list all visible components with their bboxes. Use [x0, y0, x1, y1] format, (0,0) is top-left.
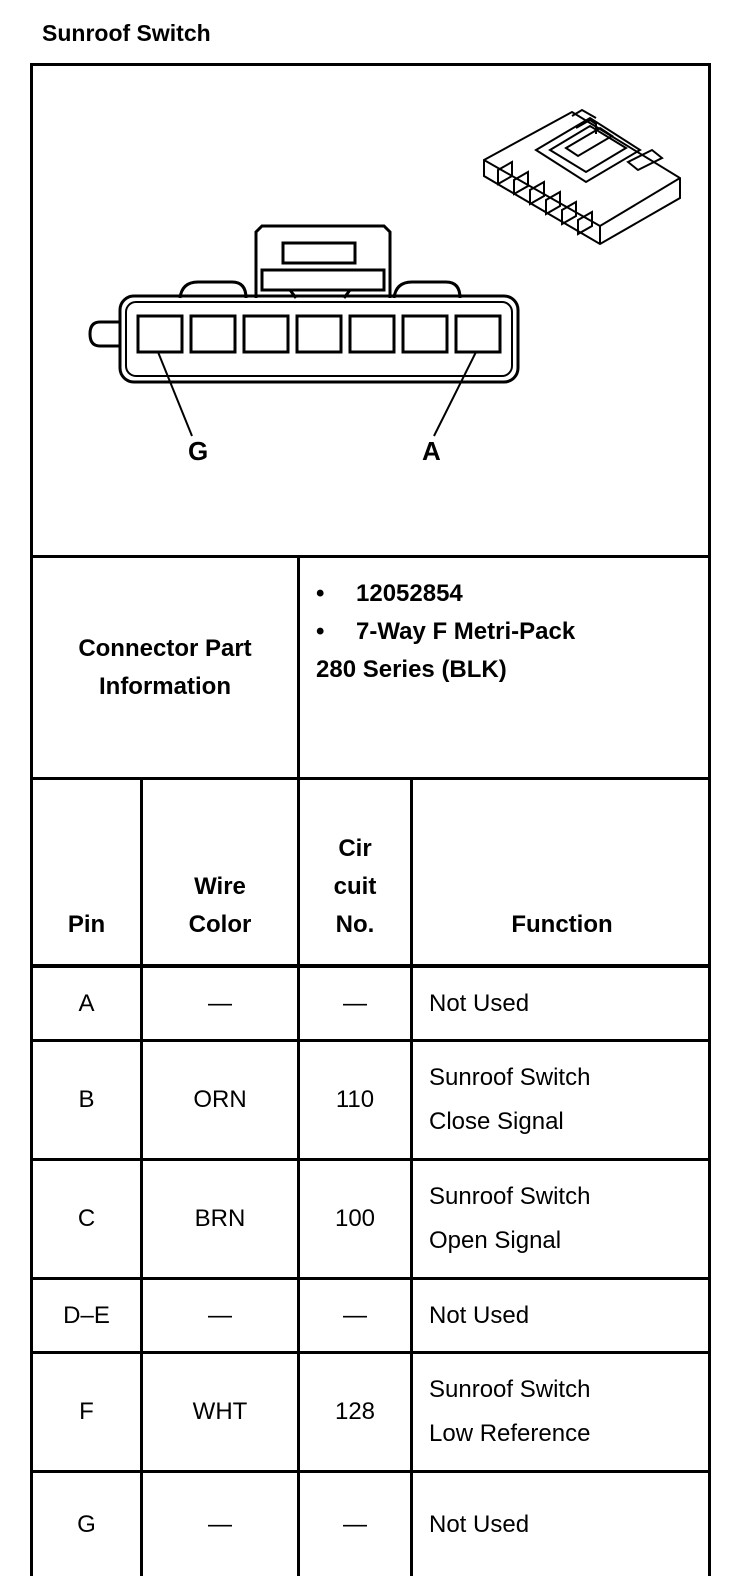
description-line1: 7-Way F Metri-Pack	[356, 618, 576, 645]
pin-cavity	[348, 314, 396, 354]
pin-label-g: G	[188, 436, 208, 466]
connector-info-label: Connector Part Information	[33, 558, 297, 778]
connector-table-frame	[30, 63, 711, 1576]
divider	[30, 964, 711, 968]
function-cell: Not Used	[429, 1301, 530, 1329]
divider	[297, 777, 300, 1576]
divider	[30, 1351, 711, 1354]
divider	[30, 1039, 711, 1042]
pin-cell: G	[77, 1510, 96, 1538]
divider	[140, 777, 143, 1576]
wire-color-cell: —	[208, 1301, 232, 1329]
connector-info-label-line1: Connector Part	[78, 635, 252, 662]
wire-color-cell: BRN	[194, 1205, 246, 1232]
pin-cavity	[295, 314, 343, 354]
pin-cavity	[242, 314, 290, 354]
part-number-item: • 12052854	[316, 575, 575, 613]
pin-cell: B	[78, 1086, 95, 1113]
divider	[30, 555, 711, 558]
pin-cavity	[454, 314, 502, 354]
circuit-cell: —	[343, 1510, 367, 1538]
pin-cell: D–E	[63, 1301, 110, 1329]
wire-color-cell: —	[208, 1510, 232, 1538]
connector-diagram: G A	[88, 108, 681, 466]
divider	[410, 777, 413, 1576]
divider	[30, 1470, 711, 1473]
pin-cell: F	[79, 1398, 94, 1425]
connector-info-list: • 12052854 • 7-Way F Metri-Pack 280 Series…	[316, 575, 575, 689]
pin-cavity	[136, 314, 184, 354]
page-title: Sunroof Switch	[42, 20, 211, 46]
divider	[297, 555, 300, 780]
circuit-cell: 100	[334, 1205, 376, 1232]
description-item: • 7-Way F Metri-Pack	[316, 613, 575, 651]
divider	[30, 777, 711, 780]
circuit-cell: —	[343, 989, 367, 1017]
pin-cavity	[189, 314, 237, 354]
divider	[30, 1158, 711, 1161]
pin-label-a: A	[422, 436, 441, 466]
divider	[30, 1277, 711, 1280]
circuit-cell: 110	[335, 1086, 375, 1113]
header-pin: Pin	[67, 911, 106, 938]
part-number: 12052854	[356, 580, 463, 607]
wire-color-cell: —	[208, 989, 232, 1017]
bullet: •	[316, 580, 325, 607]
description-line2: 280 Series (BLK)	[316, 656, 507, 683]
wire-color-cell: WHT	[192, 1398, 248, 1425]
bullet: •	[316, 618, 325, 645]
connector-info-label-line2: Information	[98, 673, 231, 700]
connector-thumbnail-icon	[483, 108, 681, 246]
circuit-cell: 128	[334, 1398, 376, 1425]
pin-cell: C	[77, 1205, 96, 1232]
header-function: Function	[511, 911, 613, 938]
pin-cavity	[401, 314, 449, 354]
function-cell: Not Used	[429, 1510, 530, 1538]
function-cell: Not Used	[429, 989, 530, 1017]
pin-cell: A	[78, 989, 95, 1017]
circuit-cell: —	[343, 1301, 367, 1329]
wire-color-cell: ORN	[193, 1086, 247, 1113]
